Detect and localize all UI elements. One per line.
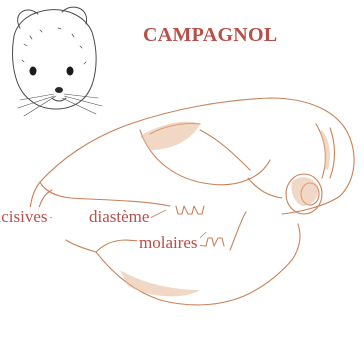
label-incisives: incisives [0, 207, 50, 227]
label-diasteme: diastème [87, 207, 151, 227]
label-molaires: molaires [137, 233, 200, 253]
diagram-title: CAMPAGNOL [143, 24, 278, 47]
